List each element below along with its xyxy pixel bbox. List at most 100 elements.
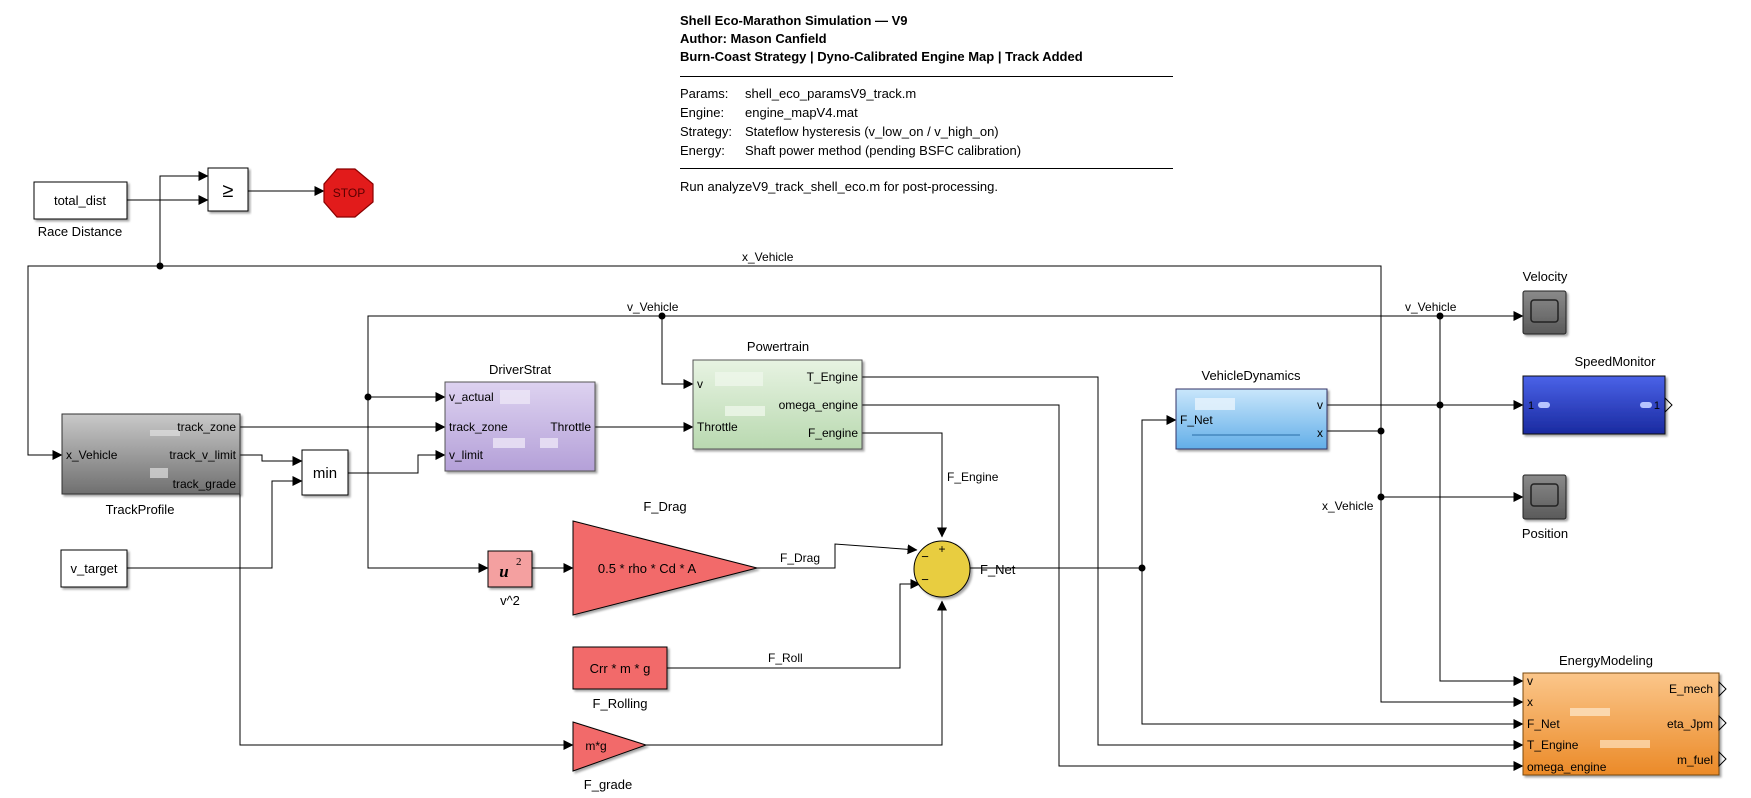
stop-label: STOP (333, 186, 365, 200)
param-row: Energy: Shaft power method (pending BSFC … (680, 143, 1021, 158)
param-value: Shaft power method (pending BSFC calibra… (745, 143, 1022, 158)
model-title: Shell Eco-Marathon Simulation — V9 (680, 13, 908, 28)
param-key: Engine: (680, 105, 725, 120)
block-caption: SpeedMonitor (1575, 354, 1657, 369)
gain-label: 0.5 * rho * Cd * A (598, 561, 697, 576)
junction-dots (156, 262, 1444, 572)
compare-symbol: ≥ (223, 180, 234, 202)
header-divider (680, 76, 1173, 77)
block-caption: EnergyModeling (1559, 653, 1653, 668)
port-label: 1 (1654, 400, 1660, 412)
signal-label: F_Drag (780, 551, 820, 565)
param-key: Params: (680, 86, 729, 101)
port-label: F_Net (1527, 717, 1560, 731)
signal-lines (27, 171, 1524, 771)
port-label: v (697, 377, 703, 391)
block-caption: v^2 (500, 593, 520, 608)
port-label: m_fuel (1677, 753, 1713, 767)
port-label: T_Engine (807, 370, 859, 384)
signal-label: F_Roll (768, 651, 803, 665)
port-label: T_Engine (1527, 738, 1579, 752)
model-author: Author: Mason Canfield (680, 31, 827, 46)
min-block[interactable]: min (301, 449, 349, 496)
param-value: Stateflow hysteresis (v_low_on / v_high_… (745, 124, 999, 139)
port-label: F_Net (1180, 413, 1213, 427)
block-label: Crr * m * g (590, 661, 651, 676)
block-caption: F_Rolling (593, 696, 648, 711)
port-label: omega_engine (779, 398, 859, 412)
block-caption: Powertrain (747, 339, 809, 354)
rolling-resistance-block[interactable]: Crr * m * g (572, 646, 668, 690)
param-key: Energy: (680, 143, 725, 158)
block-caption: TrackProfile (106, 502, 175, 517)
function-exponent: 2 (516, 556, 522, 568)
stop-block[interactable]: STOP (323, 168, 374, 218)
total-dist-block[interactable]: total_dist (33, 181, 128, 220)
port-label: Throttle (550, 420, 591, 434)
port-label: F_engine (808, 426, 858, 440)
port-label: E_mech (1669, 682, 1713, 696)
port-label: track_zone (449, 420, 508, 434)
param-row: Strategy: Stateflow hysteresis (v_low_on … (680, 124, 999, 139)
position-scope[interactable] (1522, 474, 1567, 520)
signal-label: F_Net (980, 562, 1016, 577)
port-label: track_zone (177, 420, 236, 434)
port-label: x_Vehicle (66, 448, 118, 462)
signal-label: x_Vehicle (1322, 499, 1374, 513)
model-subtitle: Burn-Coast Strategy | Dyno-Calibrated En… (680, 49, 1083, 64)
block-caption: Velocity (1523, 269, 1568, 284)
track-profile-subsystem[interactable]: x_Vehicle track_zone track_v_limit track… (61, 413, 241, 495)
grade-gain-block[interactable]: m*g (572, 721, 648, 772)
port-label: omega_engine (1527, 760, 1607, 774)
gain-label: m*g (585, 739, 606, 753)
port-label: track_grade (173, 477, 237, 491)
block-caption: DriverStrat (489, 362, 552, 377)
port-label: eta_Jpm (1667, 717, 1713, 731)
port-label: track_v_limit (169, 448, 236, 462)
sum-sign: − (921, 572, 929, 587)
header-divider (680, 168, 1173, 169)
block-caption: Position (1522, 526, 1568, 541)
port-label: v_limit (449, 448, 484, 462)
signal-labels: x_Vehicle v_Vehicle v_Vehicle x_Vehicle … (627, 250, 1457, 665)
param-row: Params: shell_eco_paramsV9_track.m (680, 86, 916, 101)
sum-sign: − (921, 549, 929, 564)
signal-label: x_Vehicle (742, 250, 794, 264)
block-label: v_target (71, 561, 118, 576)
v-target-block[interactable]: v_target (60, 549, 128, 588)
block-caption: Race Distance (38, 224, 123, 239)
block-label: total_dist (54, 193, 106, 208)
energy-modeling-subsystem[interactable]: v x F_Net T_Engine omega_engine E_mech e… (1522, 672, 1727, 776)
port-label: v (1527, 674, 1533, 688)
signal-label: F_Engine (947, 470, 999, 484)
square-function-block[interactable]: u 2 (487, 550, 533, 588)
function-label: u (499, 562, 508, 581)
velocity-scope[interactable] (1522, 290, 1567, 335)
block-caption: VehicleDynamics (1202, 368, 1301, 383)
port-label: x (1527, 695, 1533, 709)
block-caption: F_grade (584, 777, 632, 792)
port-label: x (1317, 426, 1323, 440)
signal-label: v_Vehicle (1405, 300, 1457, 314)
param-value: shell_eco_paramsV9_track.m (745, 86, 917, 101)
force-sum-block[interactable]: + − − (913, 540, 971, 598)
driver-strat-subsystem[interactable]: v_actual track_zone v_limit Throttle (444, 381, 596, 472)
signal-label: v_Vehicle (627, 300, 679, 314)
port-label: v (1317, 398, 1323, 412)
port-label: Throttle (697, 420, 738, 434)
min-label: min (313, 465, 337, 482)
port-label: v_actual (449, 390, 494, 404)
param-key: Strategy: (680, 124, 733, 139)
param-row: Engine: engine_mapV4.mat (680, 105, 858, 120)
compare-block[interactable]: ≥ (207, 167, 249, 212)
vehicle-dynamics-subsystem[interactable]: F_Net v x (1175, 388, 1328, 450)
drag-gain-block[interactable]: 0.5 * rho * Cd * A (572, 520, 758, 616)
post-processing-note: Run analyzeV9_track_shell_eco.m for post… (680, 179, 998, 194)
param-value: engine_mapV4.mat (745, 105, 858, 120)
speed-monitor-block[interactable]: 1 1 (1522, 375, 1673, 435)
powertrain-subsystem[interactable]: v Throttle T_Engine omega_engine F_engin… (692, 359, 863, 450)
sum-sign: + (938, 542, 945, 556)
port-label: 1 (1528, 400, 1534, 412)
block-caption: F_Drag (643, 499, 686, 514)
